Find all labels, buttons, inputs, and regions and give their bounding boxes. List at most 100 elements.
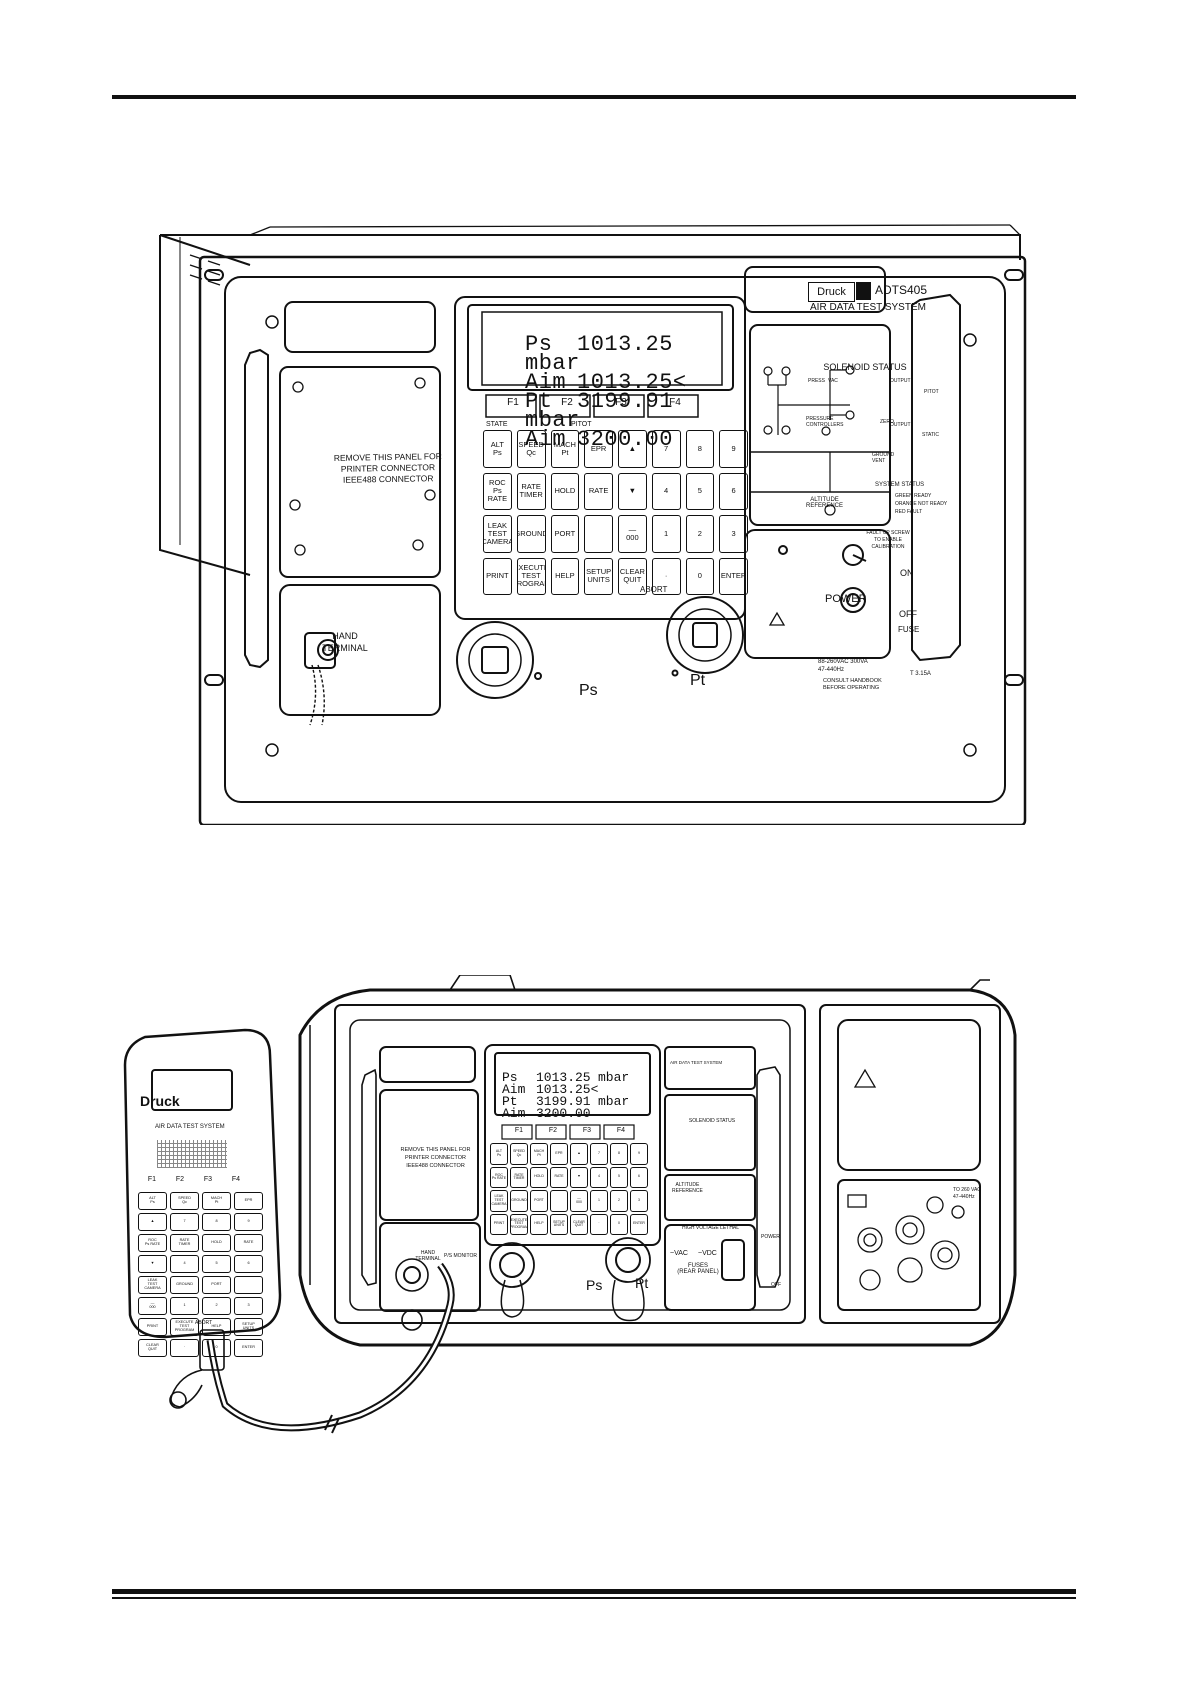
keypad-key[interactable]: 9 xyxy=(719,430,748,468)
keypad-key[interactable]: ENTER xyxy=(630,1213,648,1235)
keypad-key[interactable]: 4 xyxy=(590,1166,608,1188)
handset-key[interactable]: 7 xyxy=(170,1213,199,1231)
handset-key[interactable]: SPEED Qc xyxy=(170,1192,199,1210)
f4-key[interactable]: F4 xyxy=(231,1176,241,1183)
keypad-key[interactable]: RATE xyxy=(550,1166,568,1188)
keypad-key[interactable]: 7 xyxy=(590,1143,608,1165)
keypad-key[interactable]: PRINT xyxy=(483,557,512,595)
f1-key[interactable]: F1 xyxy=(507,397,519,408)
keypad-key[interactable]: — 000 xyxy=(618,515,647,553)
keypad-key[interactable]: HOLD xyxy=(550,472,580,510)
keypad-key[interactable] xyxy=(584,515,613,553)
keypad-key[interactable]: GROUND xyxy=(510,1190,528,1212)
f4-key[interactable]: F4 xyxy=(616,1127,626,1134)
handset-key[interactable]: GROUND xyxy=(170,1276,199,1294)
keypad-key[interactable]: SPEED Qc xyxy=(516,430,546,468)
keypad-key[interactable]: ALT Ps xyxy=(490,1143,508,1165)
f3-key[interactable]: F3 xyxy=(615,397,627,408)
keypad-key[interactable]: 1 xyxy=(651,515,681,553)
keypad-key[interactable]: ▼ xyxy=(618,472,647,510)
handset-key[interactable]: HELP xyxy=(202,1318,231,1336)
handset-key[interactable]: ROC Ps RATE xyxy=(138,1234,167,1252)
keypad-key[interactable]: ROC Ps RATE xyxy=(483,472,512,510)
keypad-key[interactable]: · xyxy=(651,557,681,595)
keypad-key[interactable]: 9 xyxy=(630,1143,648,1165)
keypad-key[interactable]: 1 xyxy=(590,1190,608,1212)
keypad-key[interactable]: RATE xyxy=(584,472,613,510)
handset-key[interactable]: SETUP UNITS xyxy=(234,1318,263,1336)
keypad-key[interactable]: ALT Ps xyxy=(483,430,512,468)
handset-key[interactable]: PRINT xyxy=(138,1318,167,1336)
keypad-key[interactable]: 5 xyxy=(610,1166,628,1188)
handset-key[interactable]: HOLD xyxy=(202,1234,231,1252)
keypad-key[interactable]: ▼ xyxy=(570,1166,588,1188)
keypad-key[interactable]: SETUP UNITS xyxy=(584,557,613,595)
keypad-key[interactable]: 0 xyxy=(685,557,715,595)
handset-key[interactable]: · xyxy=(170,1339,199,1357)
keypad-key[interactable]: HOLD xyxy=(530,1166,548,1188)
handset-key[interactable]: ALT Ps xyxy=(138,1192,167,1210)
keypad-key[interactable]: 2 xyxy=(610,1190,628,1212)
keypad-key[interactable]: RATE TIMER xyxy=(510,1166,528,1188)
keypad-key[interactable]: RATE TIMER xyxy=(516,472,546,510)
keypad-key[interactable]: 8 xyxy=(610,1143,628,1165)
f2-key[interactable]: F2 xyxy=(548,1127,558,1134)
handset-key[interactable]: 4 xyxy=(170,1255,199,1273)
handset-key[interactable]: MACH Pt xyxy=(202,1192,231,1210)
handset-key[interactable]: CLEAR QUIT xyxy=(138,1339,167,1357)
keypad-key[interactable]: CLEAR QUIT xyxy=(618,557,647,595)
keypad-key[interactable]: 4 xyxy=(651,472,681,510)
handset-key[interactable]: 9 xyxy=(234,1213,263,1231)
keypad-key[interactable]: HELP xyxy=(530,1213,548,1235)
keypad-key[interactable]: 2 xyxy=(685,515,715,553)
keypad-key[interactable]: 3 xyxy=(719,515,748,553)
keypad-key[interactable]: · xyxy=(590,1213,608,1235)
handset-key[interactable]: RATE TIMER xyxy=(170,1234,199,1252)
keypad-key[interactable]: SETUP UNITS xyxy=(550,1213,568,1235)
keypad-key[interactable]: ENTER xyxy=(719,557,748,595)
keypad-key[interactable]: PRINT xyxy=(490,1213,508,1235)
handset-key[interactable]: ▼ xyxy=(138,1255,167,1273)
keypad-key[interactable]: EXECUTE TEST PROGRAM xyxy=(510,1213,528,1235)
f2-key[interactable]: F2 xyxy=(561,397,573,408)
keypad-key[interactable]: PORT xyxy=(550,515,580,553)
keypad-key[interactable]: ▲ xyxy=(570,1143,588,1165)
handset-key[interactable]: RATE xyxy=(234,1234,263,1252)
keypad-key[interactable]: 6 xyxy=(630,1166,648,1188)
keypad-key[interactable]: MACH Pt xyxy=(550,430,580,468)
keypad-key[interactable]: PORT xyxy=(530,1190,548,1212)
f1-key[interactable]: F1 xyxy=(514,1127,524,1134)
keypad-key[interactable] xyxy=(550,1190,568,1212)
handset-key[interactable]: 5 xyxy=(202,1255,231,1273)
keypad-key[interactable]: MACH Pt xyxy=(530,1143,548,1165)
keypad-key[interactable]: EXECUTE TEST PROGRAM xyxy=(516,557,546,595)
keypad-key[interactable]: 6 xyxy=(719,472,748,510)
keypad-key[interactable]: GROUND xyxy=(516,515,546,553)
handset-key[interactable]: 8 xyxy=(202,1213,231,1231)
f2-key[interactable]: F2 xyxy=(175,1176,185,1183)
keypad-key[interactable]: ROC Ps RATE xyxy=(490,1166,508,1188)
keypad-key[interactable]: 8 xyxy=(685,430,715,468)
keypad-key[interactable]: ▲ xyxy=(618,430,647,468)
f3-key[interactable]: F3 xyxy=(582,1127,592,1134)
handset-key[interactable]: PORT xyxy=(202,1276,231,1294)
f1-key[interactable]: F1 xyxy=(147,1176,157,1183)
keypad-key[interactable]: LEAK TEST CAMERA xyxy=(490,1190,508,1212)
keypad-key[interactable]: 5 xyxy=(685,472,715,510)
handset-key[interactable]: 6 xyxy=(234,1255,263,1273)
handset-key[interactable]: — 000 xyxy=(138,1297,167,1315)
handset-key[interactable]: EXECUTE TEST PROGRAM xyxy=(170,1318,199,1336)
keypad-key[interactable]: LEAK TEST CAMERA xyxy=(483,515,512,553)
handset-key[interactable] xyxy=(234,1276,263,1294)
handset-key[interactable]: LEAK TEST CAMERA xyxy=(138,1276,167,1294)
handset-key[interactable]: EPR xyxy=(234,1192,263,1210)
keypad-key[interactable]: 7 xyxy=(651,430,681,468)
keypad-key[interactable]: 3 xyxy=(630,1190,648,1212)
handset-key[interactable]: 1 xyxy=(170,1297,199,1315)
handset-key[interactable]: ENTER xyxy=(234,1339,263,1357)
keypad-key[interactable]: 0 xyxy=(610,1213,628,1235)
keypad-key[interactable]: — 000 xyxy=(570,1190,588,1212)
f4-key[interactable]: F4 xyxy=(669,397,681,408)
keypad-key[interactable]: EPR xyxy=(550,1143,568,1165)
handset-key[interactable]: ▲ xyxy=(138,1213,167,1231)
